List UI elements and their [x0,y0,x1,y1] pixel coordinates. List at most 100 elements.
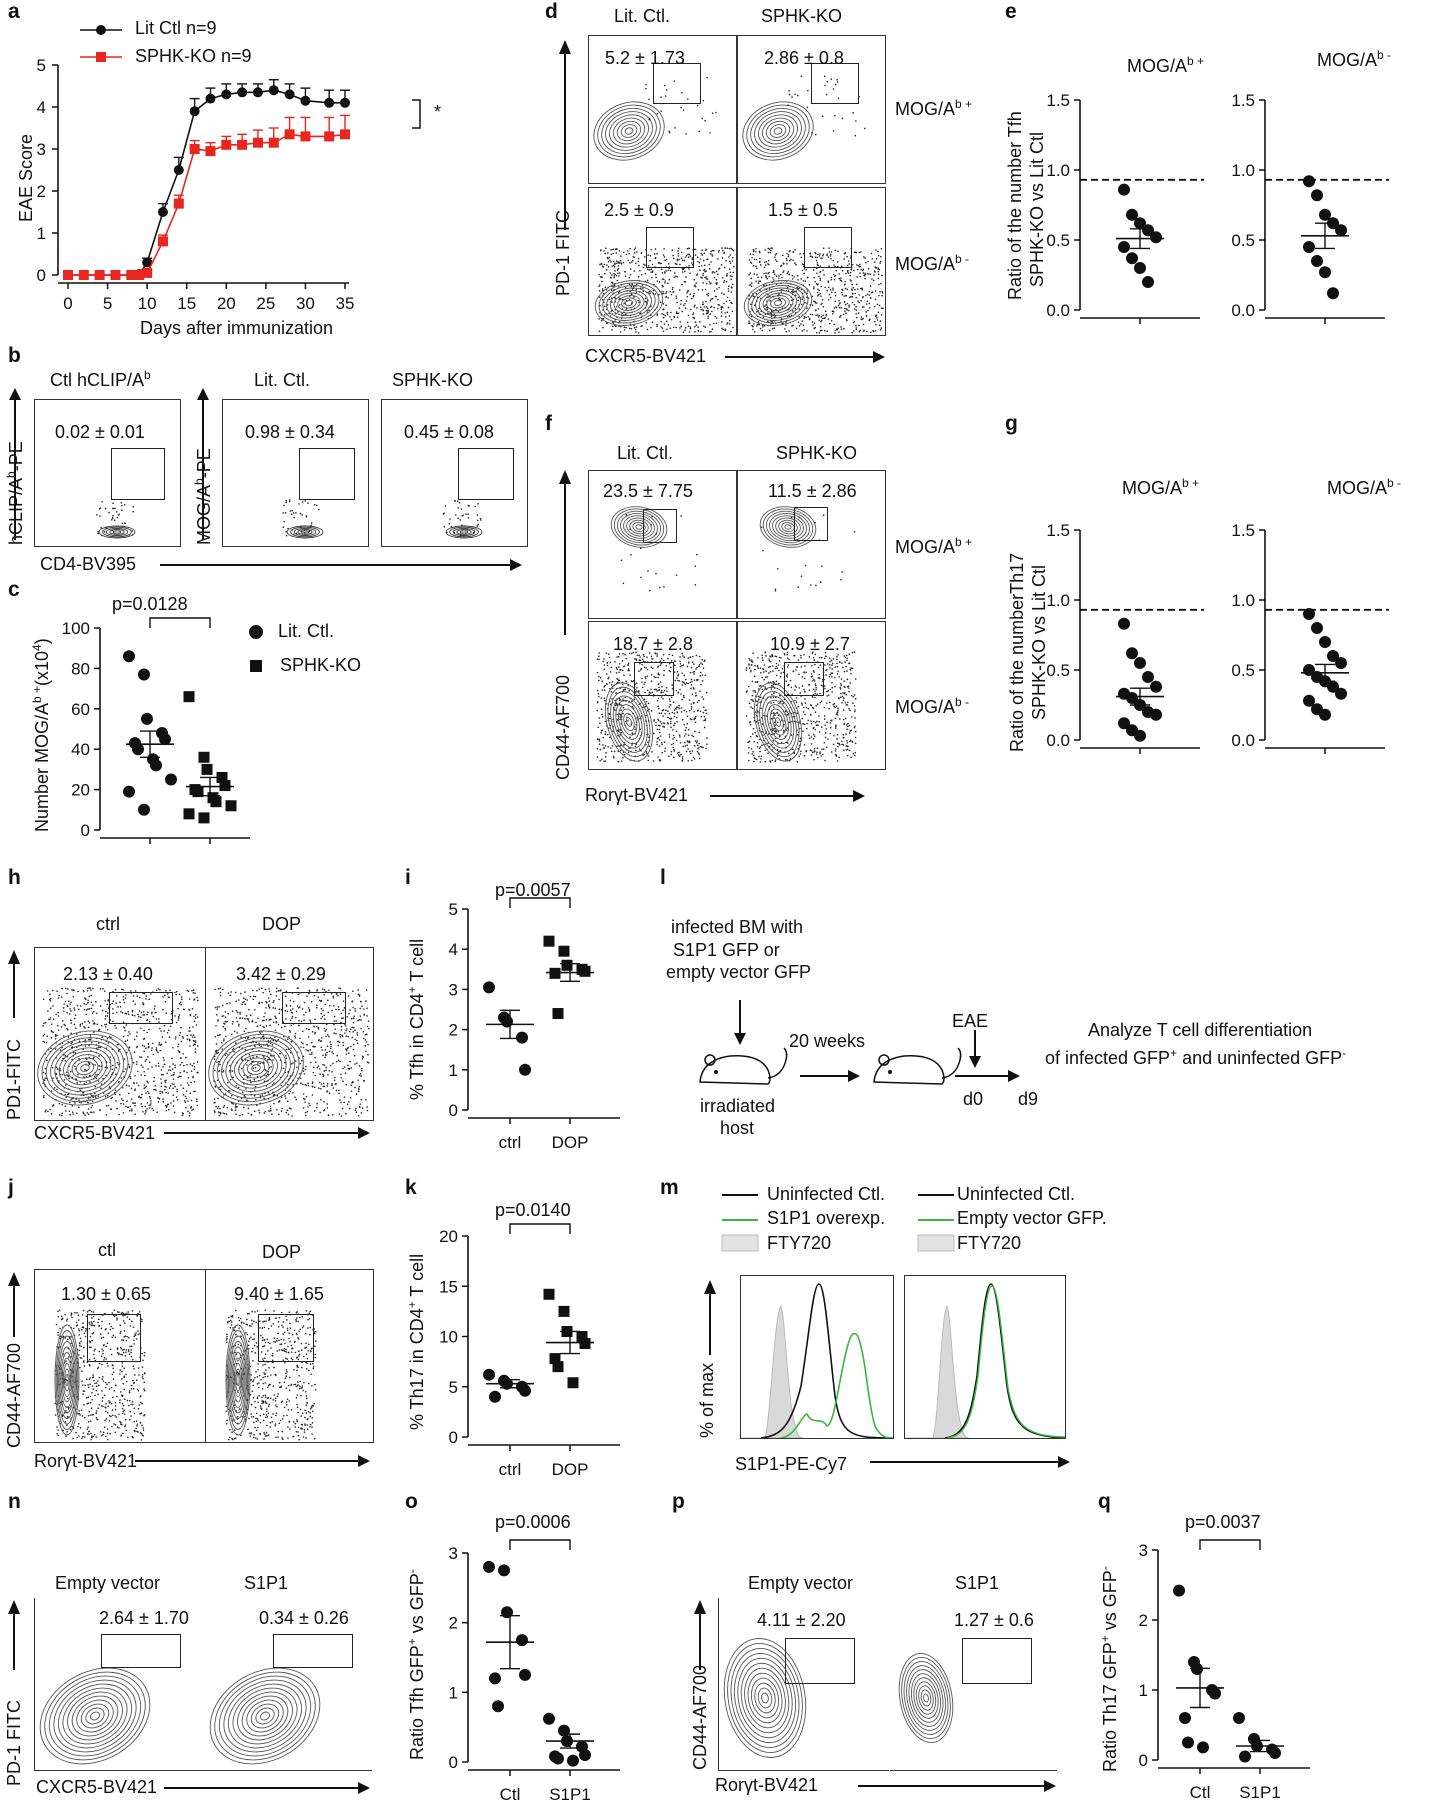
event-dot [822,753,824,756]
event-dot [601,288,604,290]
event-dot [666,690,668,692]
event-dot [656,313,659,316]
event-dot [707,294,710,297]
event-dot [681,756,684,758]
event-dot [627,751,630,754]
event-dot [672,738,674,740]
event-dot [823,329,826,332]
legend-c-lit: Lit. Ctl. [278,621,335,641]
event-dot [645,83,647,86]
event-dot [607,745,609,748]
event-dot [671,711,674,714]
event-dot [684,270,686,273]
event-dot [861,306,864,308]
event-dot [679,263,681,266]
event-dot [673,660,676,662]
event-dot [728,299,731,302]
panel-letter-n: n [8,1490,21,1513]
event-dot [808,656,811,658]
event-dot [680,303,682,305]
event-dot [819,326,822,328]
event-dot [676,752,679,754]
event-dot [677,692,680,694]
data-point [192,786,204,798]
event-dot [750,315,753,318]
event-dot [757,320,760,323]
event-dot [610,691,613,693]
event-dot [598,296,601,298]
event-dot [695,654,698,657]
event-dot [794,249,796,251]
event-dot [656,325,658,328]
event-dot [750,282,753,284]
event-dot [684,281,687,283]
event-dot [843,252,846,255]
event-dot [647,254,650,256]
data-point [324,97,335,108]
event-dot [673,724,675,727]
event-dot [722,249,724,252]
event-dot [659,262,662,265]
event-dot [632,651,635,654]
event-dot [761,688,764,691]
event-dot [612,322,615,324]
event-dot [749,272,752,274]
significance-star-a: * [434,102,442,122]
event-dot [818,673,820,676]
event-dot [660,691,662,694]
event-dot [622,669,624,672]
event-dot [99,507,102,509]
event-dot [662,330,665,333]
event-dot [672,734,675,737]
event-dot [848,306,851,308]
event-dot [607,677,609,680]
event-dot [613,275,616,277]
event-dot [866,272,869,275]
legend-c-sphk: SPHK-KO [280,655,362,675]
event-dot [659,735,662,737]
event-dot [771,327,774,330]
facs-plot-d4: 1.5 ± 0.5 [737,187,886,336]
contour-ring [772,515,804,539]
event-dot [672,742,675,745]
event-dot [824,316,826,319]
event-dot [634,657,636,660]
contour-ring [746,104,810,158]
event-dot [811,679,814,682]
event-dot [606,303,609,306]
event-dot [699,671,702,674]
event-dot [751,324,753,327]
event-dot [820,684,823,687]
event-dot [693,673,695,675]
event-dot [601,713,603,716]
event-dot [123,503,126,506]
event-dot [800,303,803,306]
event-dot [655,688,657,691]
event-dot [876,317,878,319]
event-dot [596,671,599,674]
event-dot [642,660,645,663]
event-dot [694,565,697,568]
event-dot [748,746,750,749]
event-dot [606,683,608,686]
event-dot [858,266,861,268]
event-dot [617,267,620,270]
event-dot [842,697,845,699]
event-dot [696,744,699,747]
contour-ring [765,510,811,544]
event-dot [842,709,845,711]
event-dot [638,264,640,267]
event-dot [840,280,843,282]
event-dot [753,273,755,275]
event-dot [767,666,770,668]
event-dot [631,732,634,734]
event-dot [696,104,699,107]
event-dot [880,314,883,316]
event-dot [785,680,788,683]
event-dot [646,656,648,658]
event-dot [631,259,634,262]
event-dot [648,652,651,654]
event-dot [607,266,610,268]
event-dot [674,664,676,667]
facs-b2-stat: 0.98 ± 0.34 [245,422,335,442]
